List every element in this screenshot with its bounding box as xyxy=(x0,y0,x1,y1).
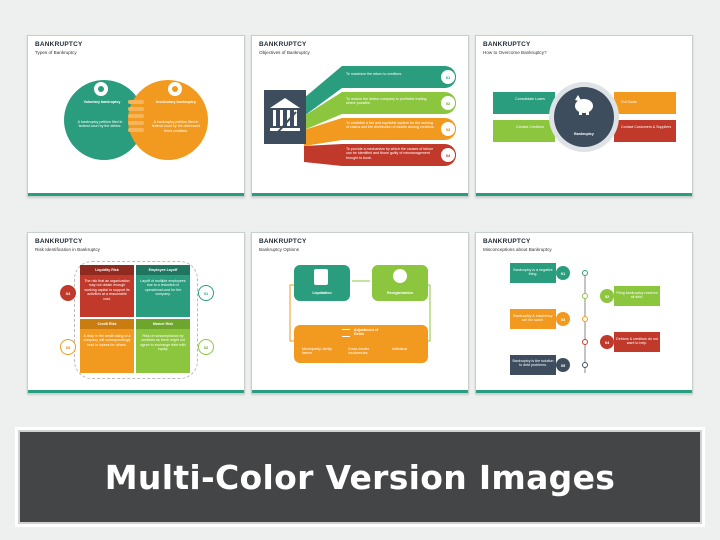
cut-costs-label: Cut Costs xyxy=(621,100,637,104)
misconception-number-4: 04 xyxy=(600,335,614,349)
objective-item-2 xyxy=(342,92,456,114)
slide-subtitle: Types of Bankruptcy xyxy=(35,50,77,55)
slide-misconceptions[interactable]: BANKRUPTCY Misconceptions about Bankrupt… xyxy=(475,232,693,394)
credit-risk-text: A drop in the credit rating of a company… xyxy=(83,334,131,347)
misconception-text-4: Debtors & creditors do not want to help. xyxy=(616,337,658,346)
misconception-text-2: Filing bankruptcy resolves all debt. xyxy=(616,291,658,300)
misconception-box-4 xyxy=(614,332,660,352)
objective-number-3: 03 xyxy=(440,121,456,137)
risk-number-02: 02 xyxy=(198,339,214,355)
liquidity-risk-text: The risk that an organization may not ob… xyxy=(84,279,130,301)
consolidate-loans-box xyxy=(493,92,555,114)
contact-customers-label: Contact Customers & Suppliers xyxy=(621,125,672,129)
slide-overcome-bankruptcy[interactable]: BANKRUPTCY How to Overcome Bankruptcy? C… xyxy=(475,35,693,197)
objective-text-3: To establish a fair and equitable system… xyxy=(346,121,435,130)
slide-title: BANKRUPTCY xyxy=(259,238,307,245)
slide-types-of-bankruptcy[interactable]: BANKRUPTCY Types of Bankruptcy Voluntary… xyxy=(27,35,245,197)
adjustment-card xyxy=(294,325,428,363)
liquidity-head-bg xyxy=(80,265,134,275)
market-risk-head: Market Risk xyxy=(152,322,174,326)
courthouse-icon xyxy=(270,98,300,133)
slide-title: BANKRUPTCY xyxy=(35,41,83,48)
adjustment-label: Adjustment of Debts xyxy=(354,328,379,337)
liquidity-risk-head: Liquidity Risk xyxy=(95,268,119,272)
misconception-number-5: 05 xyxy=(556,358,570,372)
objective-number-2: 02 xyxy=(440,95,456,111)
slide-objectives-of-bankruptcy[interactable]: BANKRUPTCY Objectives of Bankruptcy To m… xyxy=(251,35,469,197)
misconception-number-2: 02 xyxy=(600,289,614,303)
hand-shape xyxy=(128,100,144,140)
slide-title: BANKRUPTCY xyxy=(483,41,531,48)
misconception-number-3: 03 xyxy=(556,312,570,326)
liquidation-label: Liquidation xyxy=(312,291,332,295)
slide-risk-identification[interactable]: BANKRUPTCY Risk Identification in Bankru… xyxy=(27,232,245,394)
slide-title: BANKRUPTCY xyxy=(483,238,531,245)
slide-subtitle: Objectives of Bankruptcy xyxy=(259,50,310,55)
objective-text-1: To maximize the return to creditors. xyxy=(346,72,403,76)
timeline-line xyxy=(582,270,588,373)
risk-number-03: 03 xyxy=(60,339,76,355)
group-icon xyxy=(168,82,182,96)
employee-layoff-head: Employee Layoff xyxy=(148,268,178,272)
reorganization-label: Reorganization xyxy=(387,291,413,295)
objective-item-1 xyxy=(342,66,456,88)
center-label: Bankruptcy xyxy=(574,132,594,136)
slide-subtitle: How to Overcome Bankruptcy? xyxy=(483,50,547,55)
slide-title: BANKRUPTCY xyxy=(259,41,307,48)
slide-bankruptcy-options[interactable]: BANKRUPTCY Bankruptcy Options Liquidatio… xyxy=(251,232,469,394)
misconception-number-1: 01 xyxy=(556,266,570,280)
piggy-bank-icon xyxy=(575,95,593,115)
misconception-text-1: Bankruptcy is a negative thing. xyxy=(513,268,553,277)
bullet-cross-border: Cross-border insolvencies xyxy=(348,347,369,356)
involuntary-circle xyxy=(128,80,208,160)
misconception-text-5: Bankruptcy is the solution to debt probl… xyxy=(512,359,554,368)
misconception-box-1 xyxy=(510,263,556,283)
misconception-box-3 xyxy=(510,309,556,329)
involuntary-title: Involuntary bankruptcy xyxy=(156,100,196,104)
credit-head-bg xyxy=(80,319,134,329)
misconception-box-5 xyxy=(510,355,556,375)
people-icon xyxy=(94,82,108,96)
misconception-box-2 xyxy=(614,286,660,306)
credit-risk-head: Credit Risk xyxy=(97,322,117,326)
misconception-text-3: Bankruptcy & insolvency are the same. xyxy=(513,314,553,323)
objective-item-4 xyxy=(342,144,456,166)
objective-text-2: To restore the debtor company to profita… xyxy=(346,97,427,106)
banner-title: Multi-Color Version Images xyxy=(104,457,616,497)
risk-number-04: 04 xyxy=(60,285,76,301)
sliders-icon xyxy=(342,329,350,337)
contact-customers-box xyxy=(614,120,676,142)
funnel-shape xyxy=(304,66,342,166)
cut-costs-box xyxy=(614,92,676,114)
market-risk-text: Risk of noncompliance by creditors as th… xyxy=(140,334,186,352)
objective-number-1: 01 xyxy=(440,69,456,85)
center-circle xyxy=(554,87,614,147)
voluntary-text: A bankruptcy petition filed in federal c… xyxy=(77,120,123,129)
voluntary-title: Voluntary bankruptcy xyxy=(83,100,121,104)
growth-icon xyxy=(393,269,407,283)
slide-subtitle: Risk Identification in Bankruptcy xyxy=(35,247,101,252)
market-head-bg xyxy=(136,319,190,329)
employee-layoff-text: Layoff of multiple employees due to a re… xyxy=(140,279,186,297)
objective-text-4: To provide a mechanism by which the caus… xyxy=(346,147,434,160)
slide-title: BANKRUPTCY xyxy=(35,238,83,245)
slide-subtitle: Bankruptcy Options xyxy=(259,247,300,252)
involuntary-text: A bankruptcy petition filed in federal c… xyxy=(151,120,201,133)
consolidate-loans-label: Consolidate Loans xyxy=(515,97,545,101)
contact-creditors-label: Contact Creditors xyxy=(516,125,544,129)
multi-color-banner: Multi-Color Version Images xyxy=(18,430,702,524)
outer-frame xyxy=(74,261,198,379)
bullet-municipality: Municipality, family farmer xyxy=(302,347,332,356)
slide-subtitle: Misconceptions about Bankruptcy xyxy=(483,247,552,252)
document-icon xyxy=(314,269,328,285)
connector-lines xyxy=(289,280,431,342)
objective-number-4: 04 xyxy=(440,147,456,163)
employee-head-bg xyxy=(136,265,190,275)
objective-item-3 xyxy=(342,118,456,140)
bullet-individual: Individual xyxy=(392,347,408,351)
risk-number-01: 01 xyxy=(198,285,214,301)
contact-creditors-box xyxy=(493,120,555,142)
